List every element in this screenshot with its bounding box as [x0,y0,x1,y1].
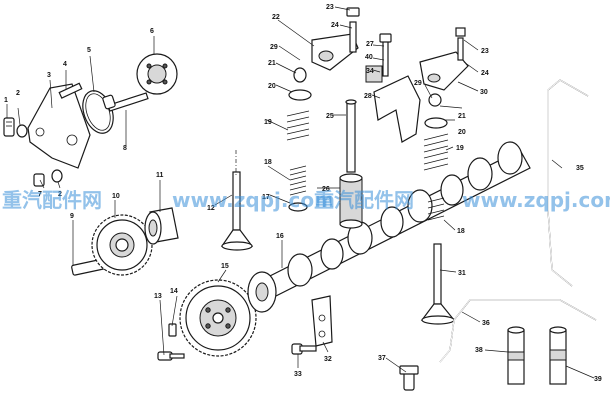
part-10-gear [91,214,153,276]
part-12-valve [220,171,254,251]
watermark-text-mid: www.zqpj.com [172,188,335,212]
callout-label: 18 [457,228,465,235]
callout-label: 30 [480,89,488,96]
callout-label: 39 [594,376,602,383]
part-33-bolt [291,343,317,355]
part-11-hub [144,207,179,245]
callout-label: 15 [221,263,229,270]
callout-label: 33 [294,371,302,378]
part-19-outer-spring [286,110,310,141]
callout-label: 29 [270,44,278,51]
part-32-plate [311,295,333,347]
callout-label: 26 [322,186,330,193]
callout-label: 40 [365,54,373,61]
part-31-valve [420,243,456,325]
part-27-bolt [379,33,392,77]
callout-label: 11 [156,172,164,179]
callout-label: 10 [112,193,120,200]
part-4-stud [58,82,83,99]
callout-label: 19 [456,145,464,152]
callout-label: 3 [47,72,51,79]
callout-label: 19 [264,119,272,126]
callout-label: 4 [63,61,67,68]
part-25-push-rod [345,99,357,173]
part-30-rocker [419,27,469,91]
callout-label: 18 [264,159,272,166]
callout-label: 16 [276,233,284,240]
part-24-adjust-screw [346,7,360,53]
callout-label: 1 [4,97,8,104]
callout-label: 35 [576,165,584,172]
callout-label: 31 [458,270,466,277]
callout-label: 2 [58,191,62,198]
callout-label: 6 [150,28,154,35]
watermark-text-left: 重汽配件网 [2,188,102,212]
callout-label: 34 [366,68,374,75]
callout-label: 14 [170,288,178,295]
callout-label: 24 [331,22,339,29]
part-8-bolt [102,92,149,112]
part-3-bracket [27,83,91,169]
part-17-seat [288,202,308,212]
part-26-tappet [339,173,363,229]
part-19b-outer-spring [423,133,449,171]
part-35-oil-pipe [547,79,589,287]
callout-label: 29 [414,80,422,87]
callout-label: 7 [38,191,42,198]
callout-label: 9 [70,213,74,220]
part-16-camshaft [247,141,531,313]
part-20-retainer [288,89,312,101]
watermark-text-right: www.zqpj.com [462,188,610,212]
callout-label: 27 [366,41,374,48]
callout-label: 21 [458,113,466,120]
part-39-nozzle [549,326,567,385]
callout-label: 2 [16,90,20,97]
callout-label: 25 [326,113,334,120]
part-6-pulley-hub [136,53,178,95]
callout-label: 36 [482,320,490,327]
callout-label: 28 [364,93,372,100]
callout-label: 22 [272,14,280,21]
part-7-bolt [33,173,45,187]
callout-label: 8 [123,145,127,152]
part-18-inner-spring [289,165,307,196]
part-15-cam-gear [179,279,257,357]
part-13-bolt [157,351,185,361]
part-37-banjo-bolt [399,365,419,391]
callout-label: 20 [458,129,466,136]
callout-label: 5 [87,47,91,54]
watermark-text-cn2: 重汽配件网 [314,188,414,212]
callout-label: 37 [378,355,386,362]
part-22-rocker-arm [311,33,359,71]
part-38-nozzle [507,326,525,385]
callout-label: 23 [326,4,334,11]
callout-label: 21 [268,60,276,67]
part-18b-inner-spring [427,197,445,221]
part-21-cotter [293,67,307,83]
callout-label: 38 [475,347,483,354]
callout-label: 13 [154,293,162,300]
part-2-washer [16,124,28,138]
callout-label: 12 [207,205,215,212]
callout-label: 23 [481,48,489,55]
callout-label: 32 [324,356,332,363]
callout-label: 24 [481,70,489,77]
part-1-bolt [3,117,15,137]
part-34-28-rocker-bracket [365,65,421,143]
callout-label: 17 [262,194,270,201]
callout-label: 20 [268,83,276,90]
part-2b-washer [51,169,63,183]
part-14-pin [168,323,177,337]
